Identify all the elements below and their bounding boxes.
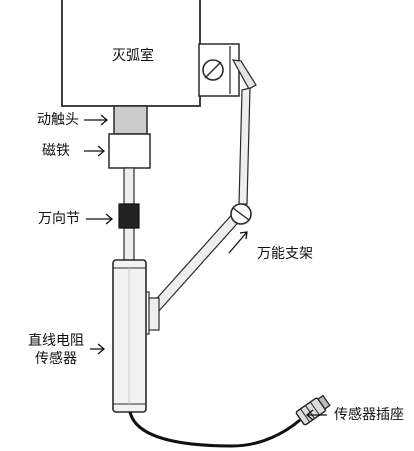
- magnet: [108, 133, 151, 169]
- moving-contact: [113, 105, 148, 135]
- universal-bracket-label: 万能支架: [257, 246, 313, 262]
- sensor-label-line1: 直线电阻: [28, 333, 84, 349]
- arc-chamber-label: 灭弧室: [112, 48, 154, 64]
- linear-resistance-sensor: [112, 259, 147, 413]
- sensor-socket: [295, 394, 331, 426]
- bracket-lower-arm: [140, 209, 245, 335]
- sensor-label-line2: 传感器: [35, 351, 77, 367]
- bracket-knob: [230, 203, 252, 225]
- sensor-cable: [128, 411, 301, 448]
- sensor-socket-label: 传感器插座: [334, 407, 404, 423]
- magnet-label: 磁铁: [42, 143, 70, 159]
- mounting-clamp: [198, 43, 240, 97]
- bracket-upper-arm: [231, 59, 257, 205]
- moving-contact-label: 动触头: [37, 112, 79, 128]
- label-arrows: [84, 114, 327, 421]
- universal-joint-label: 万向节: [38, 211, 80, 227]
- universal-joint: [118, 203, 140, 229]
